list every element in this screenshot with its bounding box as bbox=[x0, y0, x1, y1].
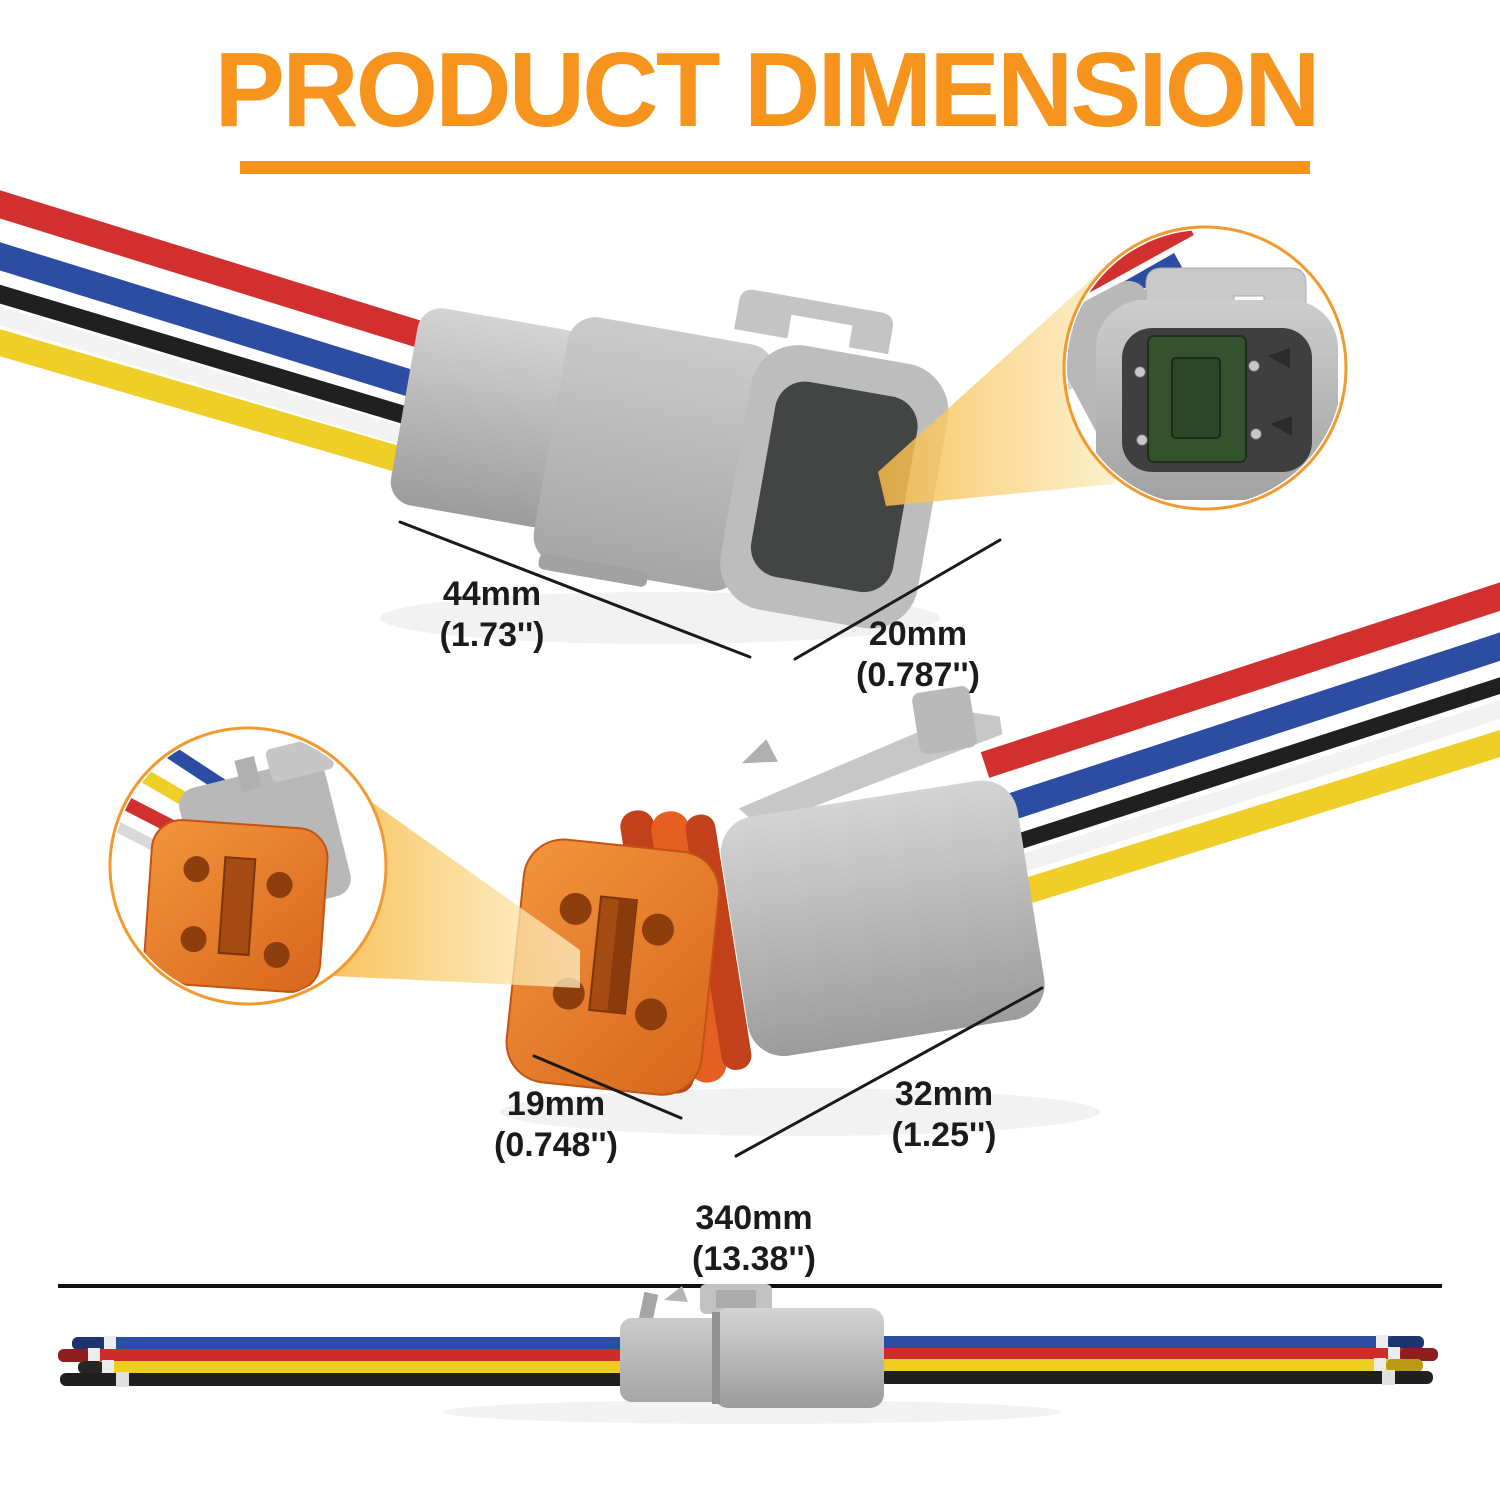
page-title: PRODUCT DIMENSION bbox=[214, 31, 1320, 149]
green-wedge-slot bbox=[1171, 357, 1221, 439]
socket-hole bbox=[635, 998, 668, 1031]
wire-black bbox=[0, 284, 451, 437]
title-underline bbox=[240, 161, 1310, 174]
pin-notch bbox=[1268, 348, 1290, 368]
wire-band bbox=[116, 1372, 129, 1387]
wire-band bbox=[1376, 1335, 1388, 1350]
assembled-plug-body bbox=[620, 1318, 738, 1402]
dim-line-19mm bbox=[532, 1054, 683, 1120]
wire-red-tip bbox=[1400, 1348, 1438, 1361]
female-connector-body bbox=[620, 686, 1045, 1094]
wire-red bbox=[58, 1349, 660, 1362]
dimension-label-total-length: 340mm (13.38'') bbox=[692, 1198, 816, 1280]
socket-hole bbox=[180, 926, 207, 953]
assembled-latch-wedge bbox=[664, 1286, 688, 1302]
wire-yellow bbox=[878, 1359, 1423, 1372]
dim-mm: 340mm bbox=[695, 1199, 813, 1237]
male-wire-bundle bbox=[0, 190, 474, 485]
wire-band bbox=[1382, 1370, 1395, 1385]
male-latch-tab bbox=[731, 289, 893, 355]
assembled-right-wires bbox=[878, 1335, 1438, 1385]
wire-black bbox=[880, 1371, 1433, 1384]
socket-hole bbox=[263, 941, 290, 968]
female-latch-wedge bbox=[741, 739, 778, 764]
spotlight-cone-female bbox=[334, 788, 580, 988]
dim-inch: (13.38'') bbox=[692, 1240, 816, 1278]
wire-white bbox=[999, 700, 1500, 879]
socket-hole bbox=[183, 856, 210, 883]
wire-red bbox=[880, 1348, 1438, 1361]
socket-hole bbox=[266, 871, 293, 898]
pin bbox=[1134, 366, 1146, 378]
dim-inch: (1.25'') bbox=[891, 1116, 997, 1154]
dimension-label-male-width: 20mm (0.787'') bbox=[856, 614, 980, 696]
assembled-connector bbox=[620, 1284, 884, 1408]
female-connector-shadow bbox=[500, 1088, 1100, 1136]
dim-inch: (1.73'') bbox=[439, 616, 545, 654]
dimension-label-male-length: 44mm (1.73'') bbox=[440, 574, 545, 656]
socket-hole bbox=[559, 892, 592, 925]
inset-female-latch-post bbox=[234, 756, 262, 792]
assembled-shadow bbox=[442, 1400, 1062, 1424]
dimension-label-female-width: 19mm (0.748'') bbox=[494, 1084, 618, 1166]
dimension-label-female-length: 32mm (1.25'') bbox=[892, 1074, 997, 1156]
dim-line-32mm bbox=[734, 986, 1044, 1158]
male-bottom-rib bbox=[538, 553, 648, 587]
wire-blue bbox=[72, 1337, 656, 1350]
male-face-inset bbox=[1067, 230, 1338, 500]
wire-band bbox=[104, 1336, 116, 1351]
wire-blue bbox=[990, 632, 1500, 825]
dim-line-44mm bbox=[398, 520, 752, 659]
socket-hole bbox=[641, 913, 674, 946]
wire-yellow bbox=[0, 329, 446, 485]
wire-band bbox=[102, 1360, 114, 1375]
wire-red-tip bbox=[58, 1349, 90, 1362]
pin bbox=[1250, 428, 1262, 440]
wire-blue-tip bbox=[72, 1337, 106, 1350]
wire-blue-tip bbox=[1388, 1336, 1424, 1349]
assembled-seam bbox=[712, 1312, 720, 1404]
assembled-latch-notch bbox=[716, 1290, 756, 1308]
wire-band bbox=[1388, 1347, 1400, 1362]
male-rear-body bbox=[390, 308, 586, 528]
male-front-cavity bbox=[750, 381, 918, 593]
wire-black bbox=[60, 1373, 662, 1386]
spotlight-cone-male bbox=[878, 264, 1130, 506]
female-wire-bundle bbox=[980, 582, 1500, 913]
dim-inch: (0.748'') bbox=[494, 1126, 618, 1164]
dim-mm: 32mm bbox=[894, 1075, 994, 1113]
wire-yellow bbox=[78, 1361, 658, 1374]
dim-mm: 20mm bbox=[868, 615, 968, 653]
male-mid-body bbox=[533, 317, 775, 591]
wire-band bbox=[1374, 1358, 1386, 1373]
assembled-left-wires bbox=[58, 1336, 662, 1387]
female-main-body bbox=[720, 780, 1045, 1057]
dim-mm: 19mm bbox=[506, 1085, 606, 1123]
pin-notch bbox=[1270, 416, 1292, 436]
wire-band bbox=[88, 1348, 100, 1363]
dim-line-20mm bbox=[793, 538, 1002, 661]
male-connector bbox=[390, 289, 949, 629]
wire-blue bbox=[0, 242, 462, 411]
pin bbox=[1248, 360, 1260, 372]
wire-blue bbox=[878, 1336, 1424, 1349]
keyway-slot-shade bbox=[607, 898, 637, 1014]
keyway-slot bbox=[217, 856, 257, 957]
wire-red bbox=[0, 190, 474, 363]
pin bbox=[1136, 434, 1148, 446]
wire-red bbox=[980, 582, 1500, 778]
wire-yellow bbox=[994, 729, 1500, 913]
assembled-receptacle-body bbox=[714, 1308, 884, 1408]
dim-inch: (0.787'') bbox=[856, 656, 980, 694]
dim-mm: 44mm bbox=[442, 575, 542, 613]
wire-white bbox=[0, 306, 447, 457]
female-latch-tab bbox=[912, 686, 977, 755]
assembled-latch-post bbox=[637, 1291, 659, 1327]
wire-black bbox=[999, 677, 1500, 855]
wire-yellow-tip bbox=[78, 1361, 104, 1374]
wire-yellow-tip bbox=[1386, 1359, 1423, 1372]
